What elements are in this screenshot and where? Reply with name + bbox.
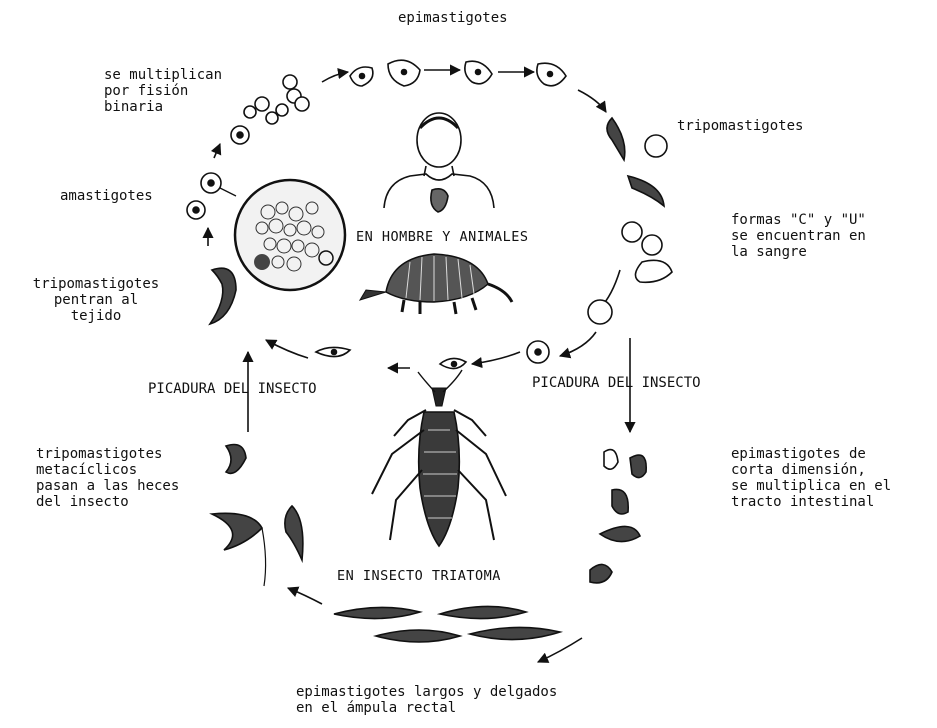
label-line: epimastigotes de	[731, 446, 891, 462]
label-amastigotes: amastigotes	[60, 188, 153, 204]
label-line: epimastigotes largos y delgados	[296, 684, 557, 700]
label-line: pentran al	[6, 292, 186, 308]
arrow-left-up-2	[214, 144, 220, 158]
label-line: pasan a las heces	[36, 478, 179, 494]
human-figure-icon	[384, 113, 494, 212]
gut-epi-5	[590, 564, 612, 582]
label-picadura-left: PICADURA DEL INSECTO	[148, 381, 317, 397]
label-metaciclicos: tripomastigotes metacíclicos pasan a las…	[36, 446, 179, 510]
label-line: por fisión	[104, 83, 222, 99]
label-line: binaria	[104, 99, 222, 115]
arrow-top-1	[322, 72, 348, 82]
region-label-vector: EN INSECTO TRIATOMA	[337, 568, 501, 584]
region-label-host: EN HOMBRE Y ANIMALES	[356, 229, 529, 245]
label-epimastigotes-corta: epimastigotes de corta dimensión, se mul…	[731, 446, 891, 510]
meta-trypo-3	[285, 506, 303, 560]
arrow-right-down	[578, 90, 606, 112]
arrow-bottom-right	[538, 638, 582, 662]
label-picadura-right: PICADURA DEL INSECTO	[532, 375, 701, 391]
label-line: formas "C" y "U"	[731, 212, 866, 228]
gut-epi-4	[600, 526, 640, 541]
label-line: tripomastigotes	[36, 446, 179, 462]
trypo-c-form	[628, 176, 664, 206]
gut-epi-1	[604, 450, 618, 470]
gut-epi-3	[612, 489, 628, 514]
trypo-penetrating	[210, 268, 236, 324]
arrow-host-to-bite	[472, 352, 520, 364]
label-line: tracto intestinal	[731, 494, 891, 510]
label-line: la sangre	[731, 244, 866, 260]
rectal-epi-2	[376, 630, 460, 642]
arrow-right-down-2	[560, 332, 596, 356]
rectal-epi-1	[334, 607, 420, 618]
meta-trypo-2	[212, 513, 262, 550]
label-line: tejido	[6, 308, 186, 324]
label-line: se multiplica en el	[731, 478, 891, 494]
label-binary-fission: se multiplican por fisión binaria	[104, 67, 222, 115]
label-line: se multiplican	[104, 67, 222, 83]
rectal-epi-3	[440, 606, 526, 618]
label-tripomastigotes-right: tripomastigotes	[677, 118, 803, 134]
trypo-right-1	[607, 118, 625, 160]
label-line: tripomastigotes	[6, 276, 186, 292]
label-epimastigotes-top: epimastigotes	[398, 10, 508, 26]
label-line: del insecto	[36, 494, 179, 510]
rectal-epi-4	[470, 627, 560, 639]
label-line: se encuentran en	[731, 228, 866, 244]
gut-epi-2	[630, 455, 646, 477]
label-tripomastigotes-penetran: tripomastigotes pentran al tejido	[6, 276, 186, 324]
label-epimastigotes-largos: epimastigotes largos y delgados en el ám…	[296, 684, 557, 716]
meta-trypo-1	[226, 445, 246, 474]
armadillo-icon	[360, 254, 512, 314]
tissue-cell-icon	[216, 180, 345, 290]
fission-cluster	[244, 75, 309, 124]
label-line: en el ámpula rectal	[296, 700, 557, 716]
label-line: metacíclicos	[36, 462, 179, 478]
arrow-host-3	[266, 340, 308, 358]
label-formas-cu: formas "C" y "U" se encuentran en la san…	[731, 212, 866, 260]
trypo-u-form	[635, 260, 672, 282]
arrow-bottom-left	[288, 588, 322, 604]
label-line: corta dimensión,	[731, 462, 891, 478]
triatoma-bug-icon	[372, 370, 506, 546]
